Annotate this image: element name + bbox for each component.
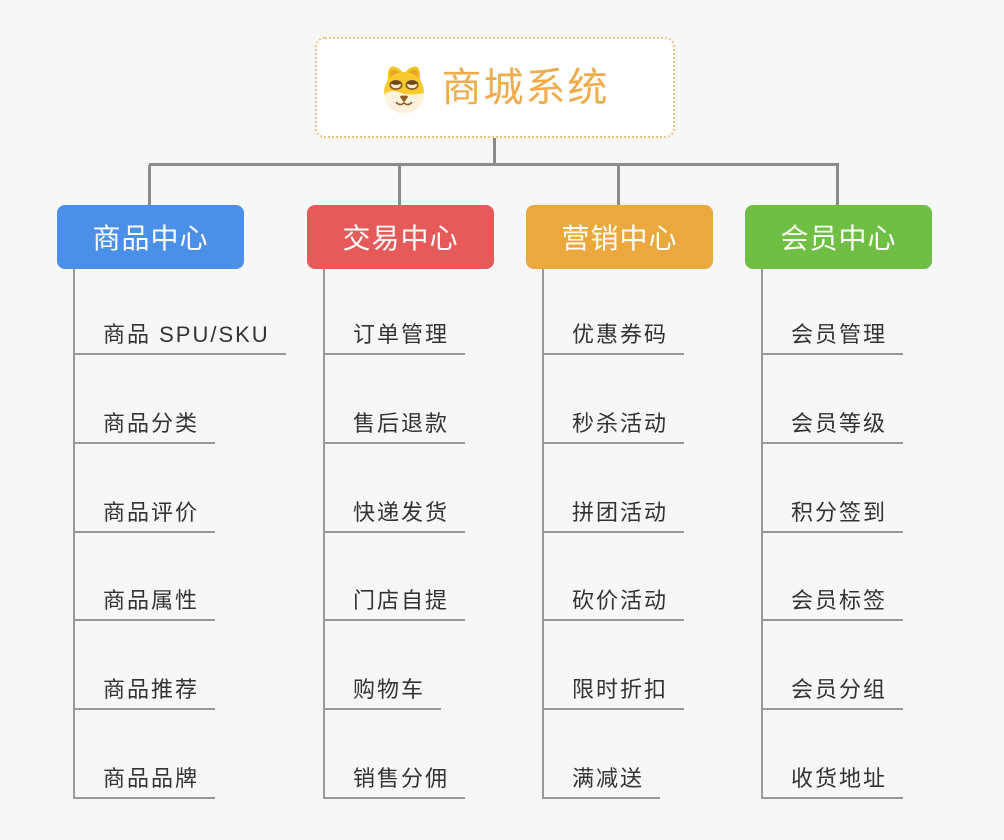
sub-item[interactable]: 优惠券码 xyxy=(542,324,685,355)
sub-item[interactable]: 秒杀活动 xyxy=(542,412,685,444)
sub-item[interactable]: 会员标签 xyxy=(761,590,904,622)
branch-item-list: 会员管理会员等级积分签到会员标签会员分组收货地址 xyxy=(745,205,1004,840)
drop-connector xyxy=(617,165,620,205)
branch-marketing-center: 营销中心 优惠券码秒杀活动拼团活动砍价活动限时折扣满减送 xyxy=(526,205,806,840)
drop-connector xyxy=(836,165,839,205)
branch-connector-line xyxy=(323,269,325,799)
sub-item[interactable]: 门店自提 xyxy=(323,590,466,622)
branch-item-list: 优惠券码秒杀活动拼团活动砍价活动限时折扣满减送 xyxy=(526,205,806,840)
sub-item[interactable]: 商品 SPU/SKU xyxy=(73,324,286,355)
branch-trade-center: 交易中心 订单管理售后退款快递发货门店自提购物车销售分佣 xyxy=(307,205,587,840)
dog-face-icon xyxy=(383,65,424,114)
sub-item[interactable]: 商品评价 xyxy=(73,501,216,533)
sub-item[interactable]: 积分签到 xyxy=(761,501,904,533)
horizontal-connector xyxy=(149,163,839,166)
sub-item[interactable]: 会员等级 xyxy=(761,412,904,444)
sub-item[interactable]: 限时折扣 xyxy=(542,679,685,711)
branch-product-center: 商品中心 商品 SPU/SKU 商品分类商品评价商品属性商品推荐商品品牌 xyxy=(57,205,337,840)
root-stem-connector xyxy=(493,137,496,164)
sub-item[interactable]: 商品品牌 xyxy=(73,768,216,799)
sub-item[interactable]: 订单管理 xyxy=(323,324,466,355)
branch-node-marketing-center[interactable]: 营销中心 xyxy=(526,205,713,269)
sub-item[interactable]: 商品分类 xyxy=(73,412,216,444)
branch-member-center: 会员中心 会员管理会员等级积分签到会员标签会员分组收货地址 xyxy=(745,205,1004,840)
drop-connector xyxy=(398,165,401,205)
sub-item[interactable]: 商品推荐 xyxy=(73,679,216,711)
branch-connector-line xyxy=(73,269,75,799)
sub-item[interactable]: 购物车 xyxy=(323,679,442,711)
sub-item[interactable]: 会员分组 xyxy=(761,679,904,711)
branch-item-list: 商品 SPU/SKU 商品分类商品评价商品属性商品推荐商品品牌 xyxy=(57,205,337,840)
sub-item[interactable]: 销售分佣 xyxy=(323,768,466,799)
sub-item[interactable]: 满减送 xyxy=(542,768,661,799)
sub-item[interactable]: 收货地址 xyxy=(761,768,904,799)
branch-connector-line xyxy=(761,269,763,799)
root-node-title: 商城系统 xyxy=(441,65,610,110)
root-node[interactable]: 商城系统 xyxy=(315,37,675,138)
sub-item[interactable]: 砍价活动 xyxy=(542,590,685,622)
drop-connector xyxy=(148,165,151,205)
branch-node-member-center[interactable]: 会员中心 xyxy=(745,205,932,269)
sub-item[interactable]: 拼团活动 xyxy=(542,501,685,533)
sub-item[interactable]: 商品属性 xyxy=(73,590,216,622)
sub-item[interactable]: 会员管理 xyxy=(761,324,904,355)
branch-node-trade-center[interactable]: 交易中心 xyxy=(307,205,494,269)
branch-connector-line xyxy=(542,269,544,799)
branch-node-product-center[interactable]: 商品中心 xyxy=(57,205,244,269)
branch-item-list: 订单管理售后退款快递发货门店自提购物车销售分佣 xyxy=(307,205,587,840)
sub-item[interactable]: 快递发货 xyxy=(323,501,466,533)
sub-item[interactable]: 售后退款 xyxy=(323,412,466,444)
